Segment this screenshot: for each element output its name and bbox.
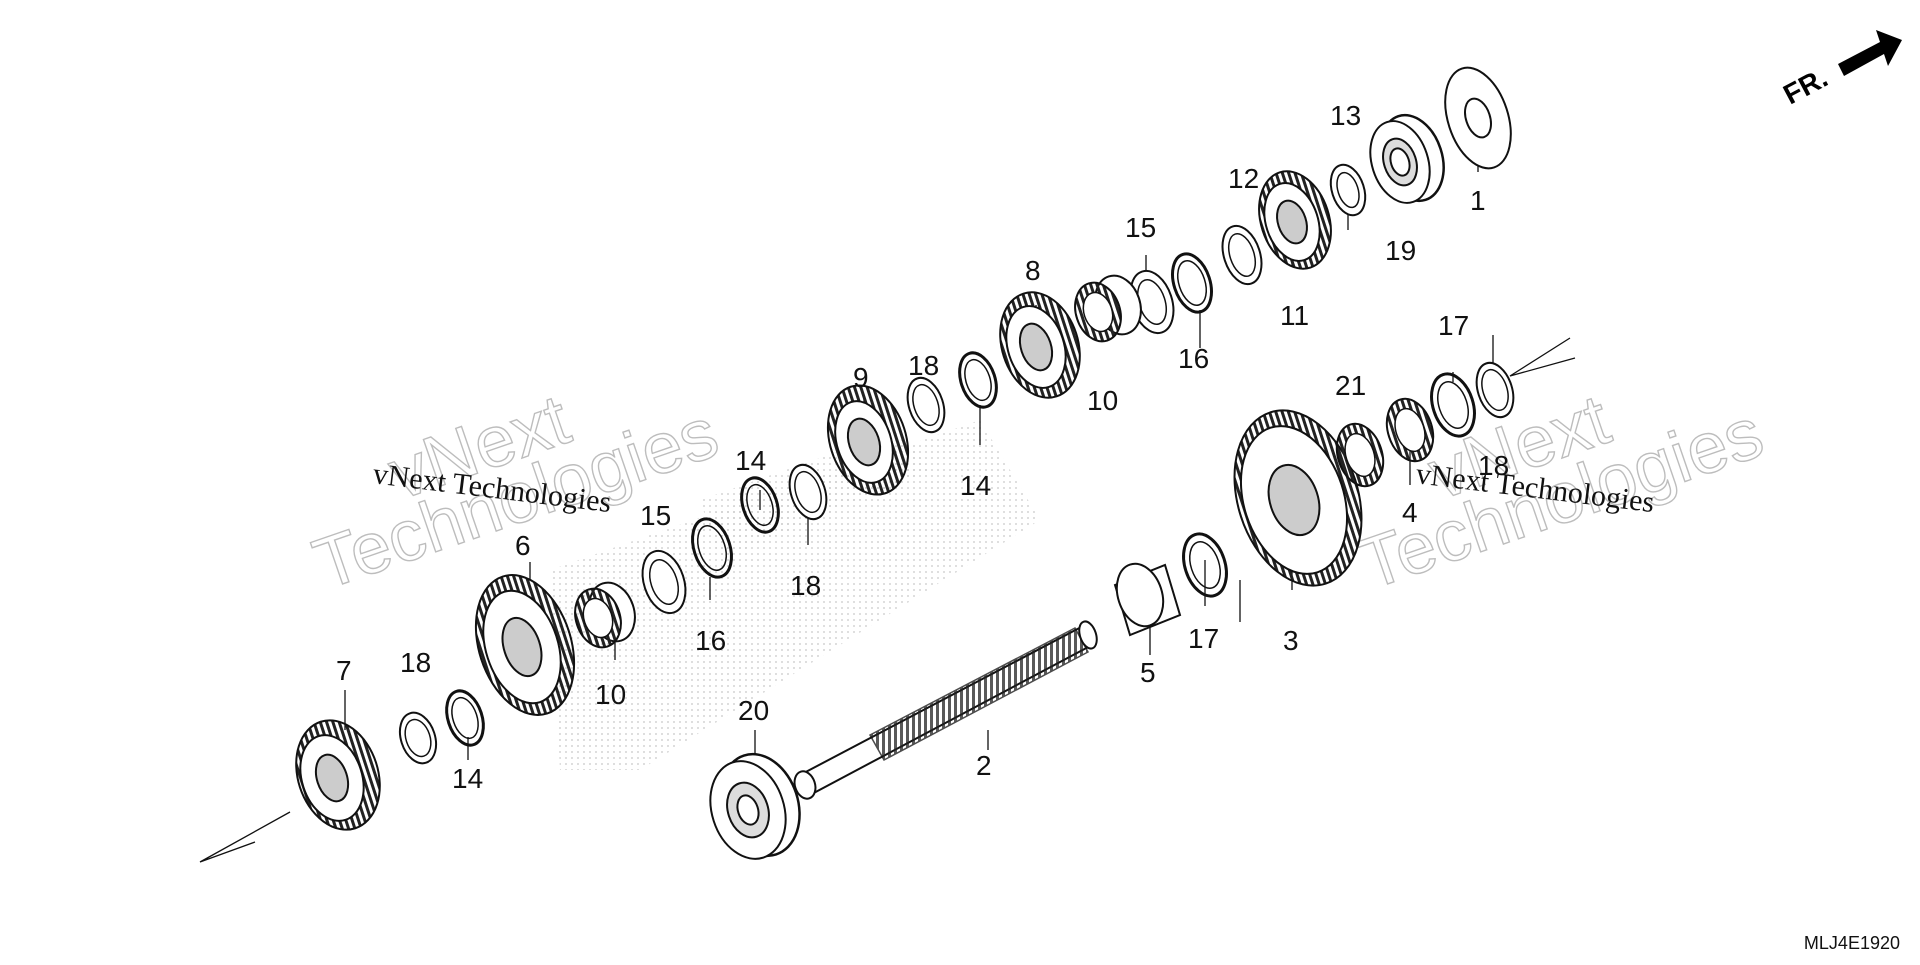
callout-2: 2 xyxy=(976,750,992,781)
part-4-needle-bearing xyxy=(1385,397,1435,463)
callout-11: 11 xyxy=(1280,300,1309,331)
part-17-washer-lower xyxy=(1182,532,1228,598)
callout-4: 4 xyxy=(1402,497,1418,528)
part-20-bearing xyxy=(709,752,801,860)
part-2-mainshaft xyxy=(793,620,1098,800)
part-18-washer-lower-left xyxy=(398,711,438,765)
part-18-washer-left-mid xyxy=(788,463,828,521)
part-19-bearing xyxy=(1369,113,1445,204)
callout-13: 13 xyxy=(1330,100,1361,131)
part-13-washer xyxy=(1329,163,1367,217)
callout-17-lower: 17 xyxy=(1188,623,1219,654)
part-9-gear xyxy=(826,384,910,496)
callout-18-mid: 18 xyxy=(908,350,939,381)
callout-9: 9 xyxy=(853,362,869,393)
callout-labels: 1 2 3 4 5 6 7 8 9 10 10 11 12 13 14 14 1… xyxy=(336,100,1509,794)
part-15-lockwasher-upper xyxy=(1129,269,1175,335)
part-21-needle-bearing xyxy=(1335,422,1385,488)
callout-16-lower: 16 xyxy=(695,625,726,656)
front-direction-indicator: FR. xyxy=(1778,30,1902,110)
part-18-washer-mid xyxy=(906,376,946,434)
callout-18-right: 18 xyxy=(1478,450,1509,481)
callout-12: 12 xyxy=(1228,163,1259,194)
part-14-circlip-lower-left xyxy=(445,689,485,747)
callout-14-left-mid: 14 xyxy=(735,445,766,476)
diagram-code: MLJ4E1920 xyxy=(1803,933,1900,953)
callout-18-lower-left: 18 xyxy=(400,647,431,678)
callout-7: 7 xyxy=(336,655,352,686)
part-7-gear xyxy=(295,719,381,831)
part-14-circlip-mid xyxy=(958,351,998,409)
callout-1: 1 xyxy=(1470,185,1486,216)
callout-8: 8 xyxy=(1025,255,1041,286)
part-15-lockwasher-lower xyxy=(641,549,687,615)
callout-18-left-mid: 18 xyxy=(790,570,821,601)
part-8-gear xyxy=(999,291,1081,399)
callout-20: 20 xyxy=(738,695,769,726)
part-1-seal xyxy=(1444,66,1512,170)
callout-16-upper: 16 xyxy=(1178,343,1209,374)
callout-5: 5 xyxy=(1140,657,1156,688)
callout-17-upper: 17 xyxy=(1438,310,1469,341)
fr-label: FR. xyxy=(1778,62,1832,111)
part-11-gear xyxy=(1258,170,1332,270)
part-14-circlip-left-mid xyxy=(740,476,780,534)
part-12-washer xyxy=(1221,224,1263,286)
callout-21: 21 xyxy=(1335,370,1366,401)
callout-10-lower: 10 xyxy=(595,679,626,710)
callout-3: 3 xyxy=(1283,625,1299,656)
callout-15-lower: 15 xyxy=(640,500,671,531)
part-18-washer-right xyxy=(1475,361,1515,419)
axis-guide-lines xyxy=(199,337,1576,863)
callout-14-mid: 14 xyxy=(960,470,991,501)
part-16-circlip-upper xyxy=(1171,252,1213,314)
part-5-collar xyxy=(1113,562,1182,637)
callout-10-upper: 10 xyxy=(1087,385,1118,416)
callout-6: 6 xyxy=(515,530,531,561)
callout-19: 19 xyxy=(1385,235,1416,266)
part-16-circlip-lower xyxy=(691,517,733,579)
part-10-needle-bearing-lower xyxy=(574,581,636,649)
callout-15-upper: 15 xyxy=(1125,212,1156,243)
part-6-gear xyxy=(474,574,576,716)
callout-14-lower-left: 14 xyxy=(452,763,483,794)
part-10-needle-bearing-upper xyxy=(1074,274,1142,343)
part-17-washer-upper xyxy=(1430,372,1476,438)
